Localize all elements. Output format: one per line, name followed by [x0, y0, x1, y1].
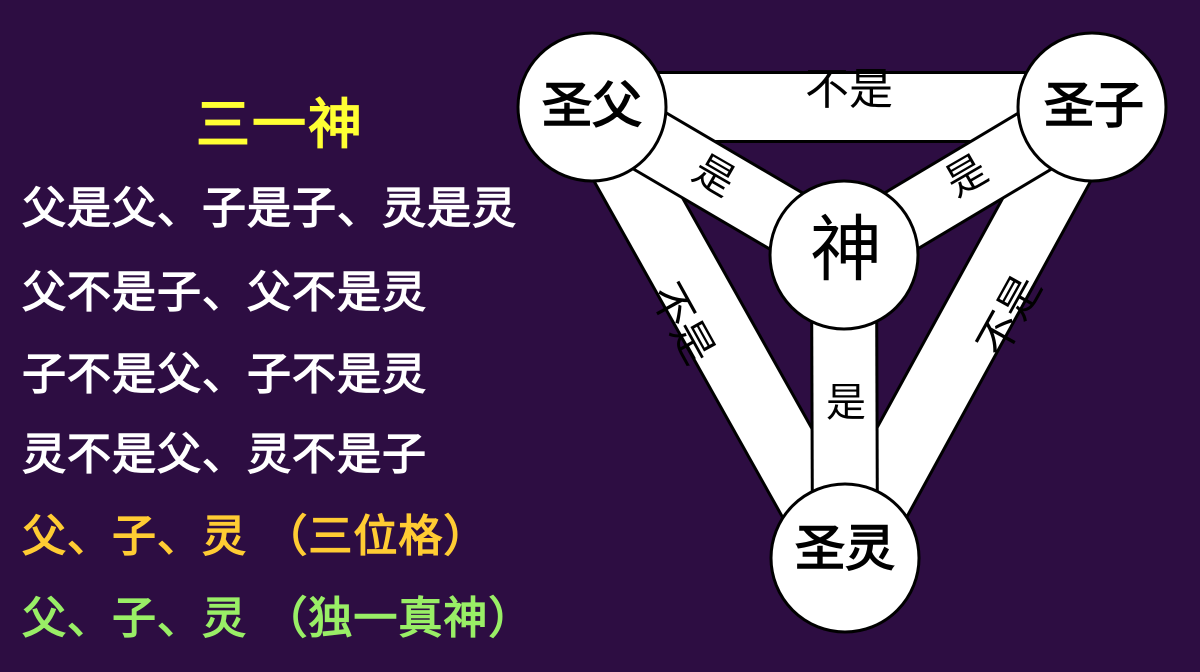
statement-line-4: 灵不是父、灵不是子	[22, 429, 427, 480]
node-son	[1016, 31, 1168, 183]
node-spirit	[769, 482, 921, 634]
node-father-label: 圣父	[542, 77, 642, 135]
statement-line-1: 父是父、子是子、灵是灵	[22, 183, 517, 234]
slide-title: 三一神	[196, 93, 364, 156]
one-god-line: 父、子、灵 （独一真神）	[22, 593, 534, 644]
edge-label-spirit-god: 是	[826, 380, 866, 426]
node-god-label: 神	[810, 208, 882, 292]
node-father	[516, 31, 668, 183]
bar-son-spirit	[816, 91, 1121, 574]
edge-label-father-son: 不是	[805, 64, 893, 115]
bar-father-spirit	[563, 90, 874, 575]
statement-line-2: 父不是子、父不是灵	[22, 267, 427, 318]
node-son-label: 圣子	[1044, 77, 1144, 135]
node-spirit-label: 圣灵	[795, 520, 895, 578]
three-persons-line: 父、子、灵 （三位格）	[22, 511, 489, 562]
statement-line-3: 子不是父、子不是灵	[22, 349, 427, 400]
node-god	[768, 179, 920, 331]
